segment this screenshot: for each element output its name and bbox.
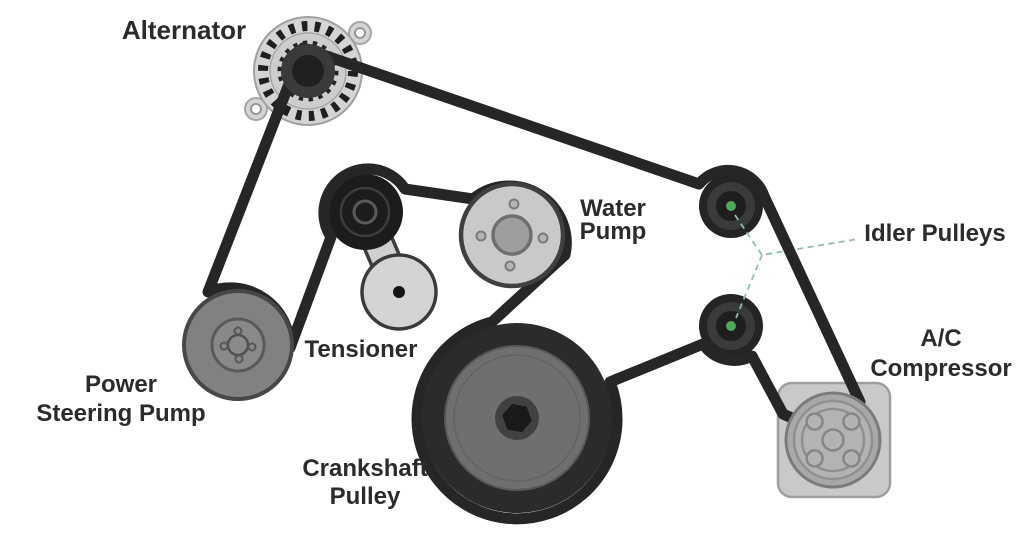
alternator-label: Alternator xyxy=(122,15,246,45)
alternator-hub xyxy=(281,44,335,98)
idler-pulleys-label: Idler Pulleys xyxy=(864,220,1005,247)
power-steering-pump-pulley xyxy=(182,289,294,401)
alternator-gear-teeth-outer xyxy=(258,21,358,121)
crankshaft-label-line2: Pulley xyxy=(330,483,401,510)
tensioner-assembly xyxy=(327,174,438,331)
ac-compressor-pulley xyxy=(784,391,882,489)
tensioner-idler-pulley xyxy=(360,253,438,331)
power-steering-label-line2: Steering Pump xyxy=(36,400,205,427)
idler-marker-dot-1 xyxy=(726,201,736,211)
water-pump-pulley xyxy=(458,181,566,289)
leader-line-idler-1 xyxy=(734,214,859,256)
water-pump-hub xyxy=(491,214,533,256)
power-steering-hub xyxy=(226,333,250,357)
water-pump-label-line2: Pump xyxy=(580,218,647,245)
alternator-ear-bottom-hole xyxy=(250,103,262,115)
tensioner-idler-center-dot xyxy=(393,286,405,298)
tensioner-pulley xyxy=(327,174,403,250)
serpentine-belt xyxy=(202,42,866,525)
alternator-ear-top-hole xyxy=(354,27,366,39)
ac-compressor-hub xyxy=(821,428,845,452)
crankshaft-bolt xyxy=(502,403,532,433)
idler-marker-dot-2 xyxy=(726,321,736,331)
crankshaft-pulley xyxy=(422,323,612,513)
water-pump-label-line1: Water xyxy=(580,195,646,222)
ac-compressor-label-line1: A/C xyxy=(920,325,961,352)
component-labels: Alternator Water Pump Tensioner Idler Pu… xyxy=(36,15,1011,510)
leader-line-idler-2 xyxy=(735,254,763,319)
ac-compressor-label-line2: Compressor xyxy=(870,355,1011,382)
tensioner-label: Tensioner xyxy=(305,336,418,363)
crankshaft-label-line1: Crankshaft xyxy=(302,455,427,482)
idler-leader-lines xyxy=(734,214,859,319)
power-steering-label-line1: Power xyxy=(85,371,157,398)
